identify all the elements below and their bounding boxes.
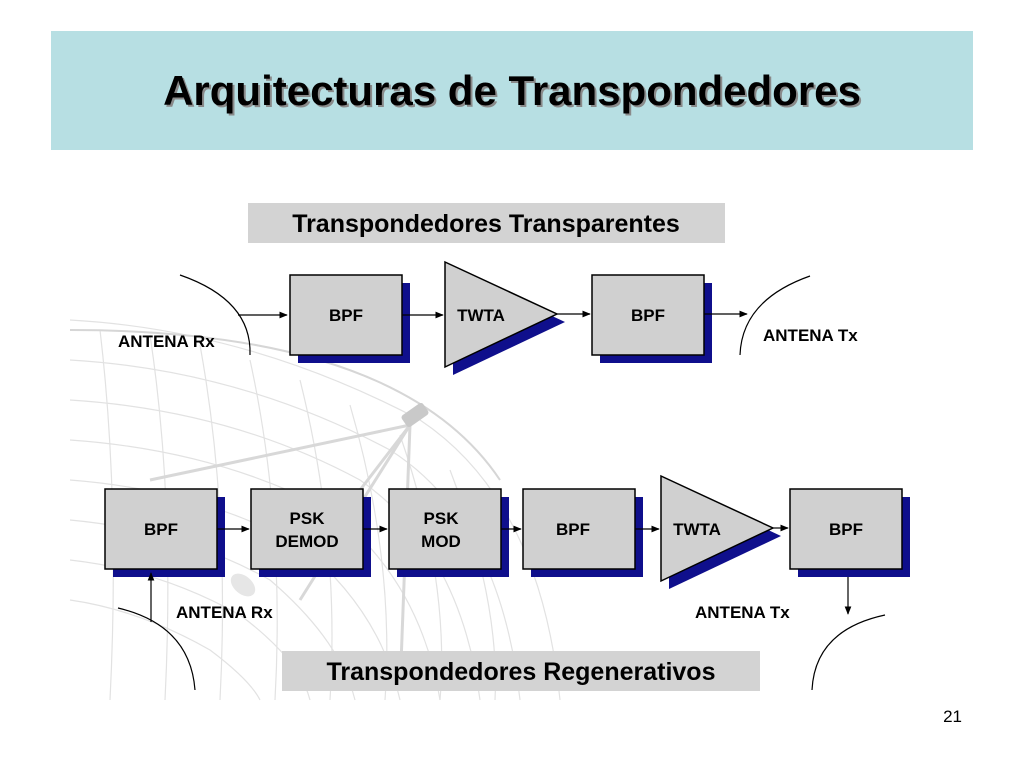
mod-label: MOD xyxy=(421,532,461,551)
regenerative-heading: Transpondedores Regenerativos xyxy=(326,658,715,686)
antenna-tx-label-bottom: ANTENA Tx xyxy=(695,603,790,622)
transparent-heading-band xyxy=(248,203,725,243)
bpf-label: BPF xyxy=(144,520,178,539)
transparent-heading: Transpondedores Transparentes xyxy=(292,210,680,238)
psk-demod-block: PSK DEMOD xyxy=(250,488,371,577)
bpf-block-regen-2: BPF xyxy=(522,488,643,577)
slide-number: 21 xyxy=(943,707,962,726)
twta-amplifier-transparent: TWTA xyxy=(444,260,565,375)
rx-antenna-arc-top xyxy=(179,274,251,356)
bpf-label: BPF xyxy=(329,306,363,325)
antenna-rx-label-bottom: ANTENA Rx xyxy=(176,603,273,622)
psk-label: PSK xyxy=(424,509,460,528)
antenna-rx-label-top: ANTENA Rx xyxy=(118,332,215,351)
twta-label: TWTA xyxy=(673,520,721,539)
tx-antenna-arc-bottom xyxy=(811,614,886,691)
title-band: Arquitecturas de Transpondedores xyxy=(51,31,973,150)
bpf-block-transparent-in: BPF xyxy=(289,274,410,363)
bpf-block-regen-3: BPF xyxy=(789,488,910,577)
rx-antenna-arc-bottom xyxy=(117,607,196,691)
bpf-label: BPF xyxy=(631,306,665,325)
slide-title: Arquitecturas de Transpondedores xyxy=(163,66,861,114)
bpf-label: BPF xyxy=(829,520,863,539)
tx-antenna-arc-top xyxy=(739,275,811,356)
regenerative-heading-band xyxy=(282,651,760,691)
bpf-label: BPF xyxy=(556,520,590,539)
bpf-block-regen-1: BPF xyxy=(104,488,225,577)
psk-mod-block: PSK MOD xyxy=(388,488,509,577)
psk-label: PSK xyxy=(290,509,326,528)
twta-label: TWTA xyxy=(457,306,505,325)
antenna-tx-label-top: ANTENA Tx xyxy=(763,326,858,345)
bpf-block-transparent-out: BPF xyxy=(591,274,712,363)
twta-amplifier-regen: TWTA xyxy=(660,474,781,589)
demod-label: DEMOD xyxy=(275,532,338,551)
